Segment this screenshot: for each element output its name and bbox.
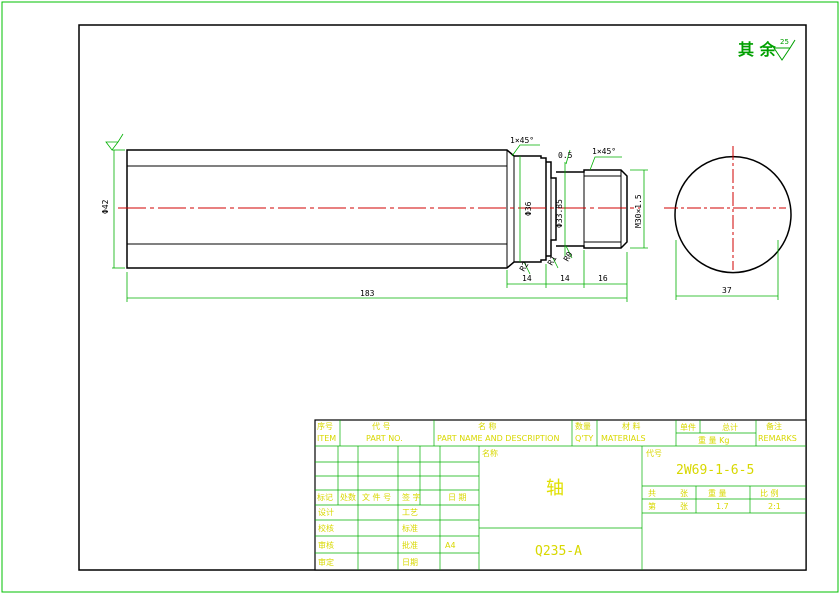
hdr-qty-en: Q'TY [575,434,593,443]
hdr-item-en: ITEM [317,434,336,443]
dim-seg-3: 16 [598,274,608,283]
hdr-qty-cn: 数量 [575,421,591,431]
hdr-weight-label: 重 量 Kg [698,435,729,445]
dim-dia-neck: Φ36 [524,201,533,216]
dim-seg-2: 14 [560,274,570,283]
role-check: 校核 [318,523,334,533]
dim-radius-3: R0 [562,250,575,263]
prop-scale: 比 例 [760,488,779,498]
role-design: 设计 [318,507,334,517]
prop-row-no: 第 [648,501,656,511]
dim-overall-length: 183 [360,289,375,298]
role-standard: 标准 [402,523,418,533]
hdr-material-cn: 材 料 [622,421,641,431]
hdr-remarks-en: REMARKS [758,434,797,443]
roughness-value: 25 [780,38,789,46]
prop-row-sheet: 张 [680,502,688,511]
hdr-name-cn: 名 称 [478,421,497,431]
role-review: 审核 [318,540,334,550]
dim-chamfer-2: 1×45° [592,147,616,156]
dim-radius-2: R1 [546,254,559,267]
dim-chamfer-1: 1×45° [510,136,534,145]
role-ratify: 批准 [402,540,418,550]
shaft-front-view [126,149,628,269]
role-approve: 审定 [318,557,334,567]
hdr-name-en: PART NAME AND DESCRIPTION [437,434,559,443]
title-block: 序号 ITEM 代 号 PART NO. 名 称 PART NAME AND D… [314,419,807,571]
prop-weight: 重 量 [708,488,727,498]
dim-seg-1: 14 [522,274,532,283]
role-process: 工艺 [402,508,418,517]
rev-count: 处数 [340,492,356,502]
roughness-label: 其 余 [738,40,777,59]
code-label: 代号 [646,448,662,458]
hdr-partno-cn: 代 号 [372,421,391,431]
dim-dia-groove: Φ33.85 [555,199,564,228]
end-view [664,146,792,274]
dim-thread: M30×1.5 [634,194,643,228]
sheet-size: A4 [445,541,456,550]
prop-weight-value: 1.7 [716,502,729,511]
part-material: Q235-A [535,544,582,559]
hdr-remarks-cn: 备注 [766,421,782,431]
prop-sheet: 张 [680,489,688,498]
name-label: 名称 [482,448,498,458]
rev-sign: 签 字 [402,492,421,502]
hdr-partno-en: PART NO. [366,434,403,443]
hdr-unit-weight: 单件 [680,422,696,432]
dim-radius-1: R2 [518,260,531,273]
prop-scale-value: 2:1 [768,502,781,511]
hdr-total-weight: 总计 [722,422,738,432]
dim-flat-width: 37 [722,286,732,295]
rev-mark: 标记 [317,492,333,502]
roughness-symbol-icon [773,39,796,61]
hdr-item-cn: 序号 [317,421,333,431]
dim-dia-main: Φ42 [101,199,110,214]
prop-total: 共 [648,489,656,498]
rev-doc: 文 件 号 [362,492,391,502]
role-date: 日期 [402,558,418,567]
part-name: 轴 [546,478,564,499]
dimension-lines [105,133,779,302]
dim-small-value: 0.5 [558,151,573,160]
part-code: 2W69-1-6-5 [676,463,754,478]
roughness-note: 其 余 25 [738,38,796,61]
hdr-material-en: MATERIALS [601,434,646,443]
rev-date: 日 期 [448,493,467,502]
